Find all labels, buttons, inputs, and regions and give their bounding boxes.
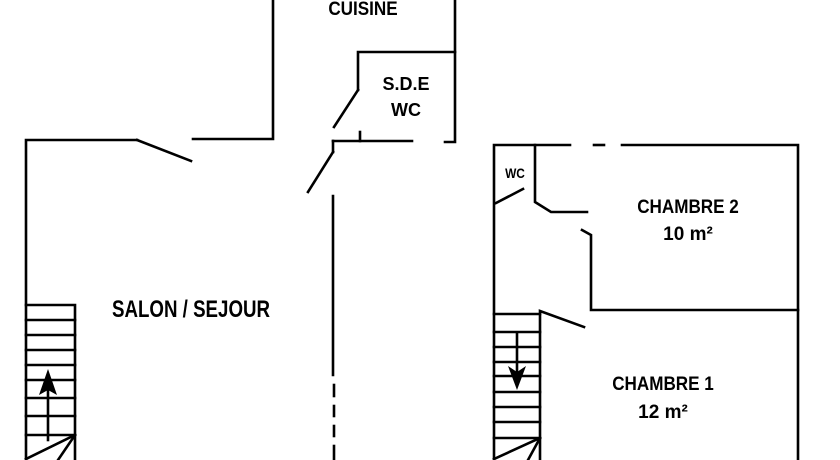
kitchen-door (135, 138, 193, 163)
label-bedroom-2: CHAMBRE 2 (637, 196, 739, 217)
label-bathroom-wc: WC (391, 100, 421, 120)
hall-door (306, 150, 335, 194)
label-bedroom-1: CHAMBRE 1 (612, 373, 714, 394)
wc-door (494, 187, 525, 205)
label-bedroom-1-area: 12 m² (638, 402, 688, 423)
arrow-up-icon (39, 369, 57, 395)
staircase-down (492, 309, 586, 460)
arrow-down-icon (508, 366, 526, 390)
label-living-room: SALON / SEJOUR (112, 296, 270, 323)
ground-floor-walls (24, 0, 457, 460)
label-upstairs-wc: WC (505, 165, 525, 181)
upper-floor-walls (492, 143, 800, 460)
label-kitchen: CUISINE (328, 0, 397, 19)
label-bathroom: S.D.E (382, 74, 429, 94)
label-bedroom-2-area: 10 m² (663, 224, 713, 245)
bathroom-door (332, 88, 360, 129)
